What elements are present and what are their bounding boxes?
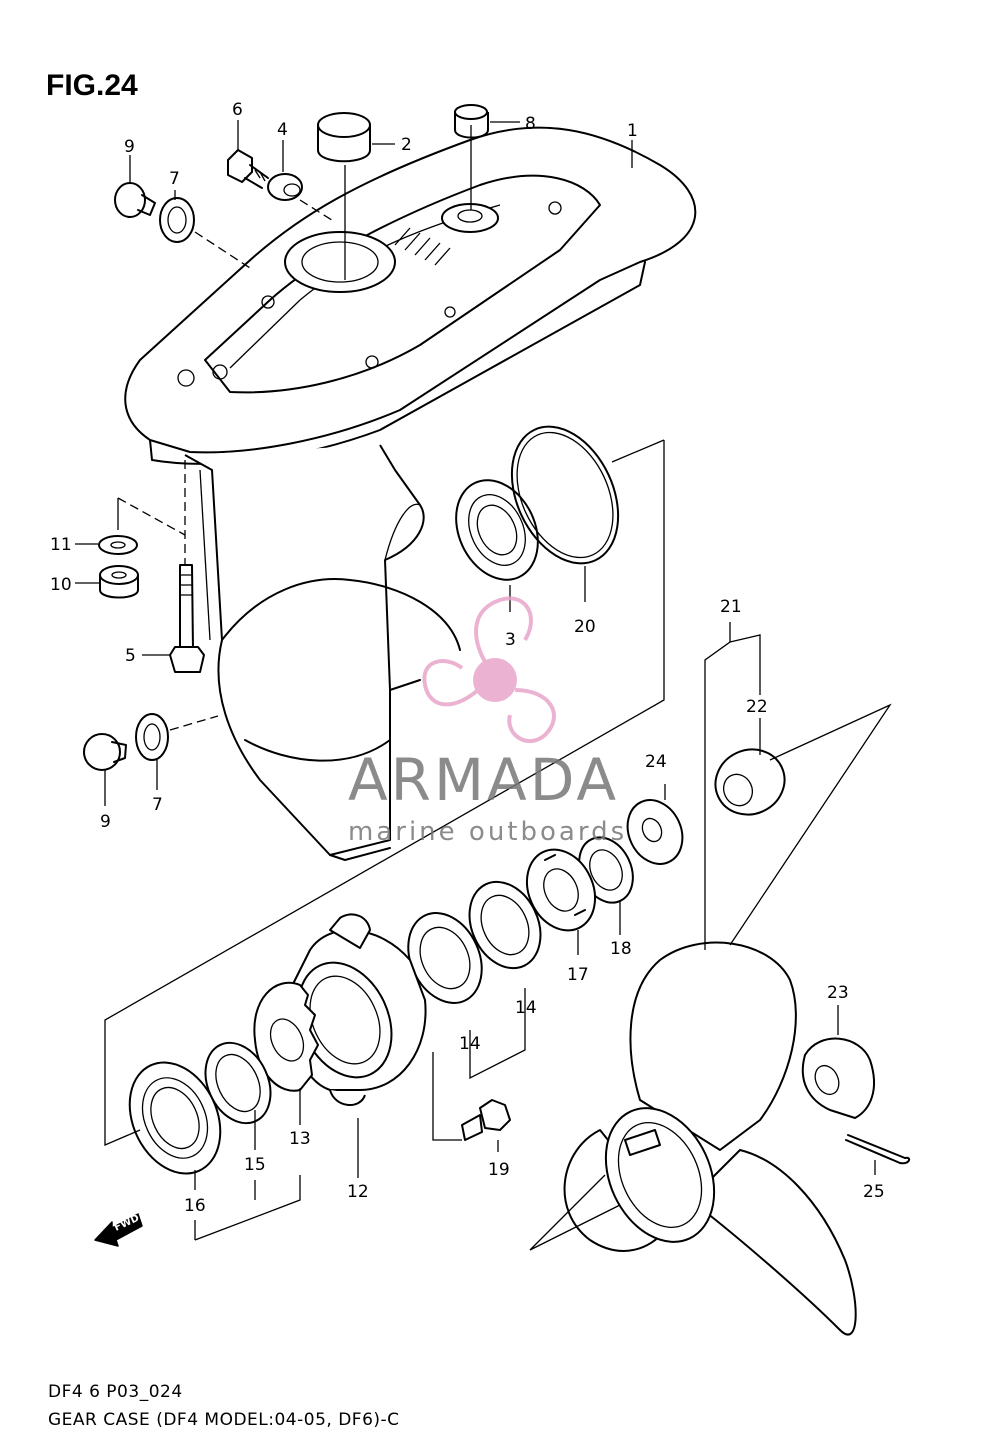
- callout-23: 23: [827, 983, 849, 1003]
- part-7-gasket-lower: [135, 713, 169, 761]
- part-20-o-ring: [510, 425, 620, 565]
- callout-16: 16: [184, 1196, 206, 1216]
- callout-13: 13: [289, 1129, 311, 1149]
- watermark-brand: ARMADA: [348, 746, 619, 814]
- part-6-bolt: [227, 149, 269, 189]
- callout-7-lower: 7: [152, 795, 163, 815]
- diagram-code: DF4 6 P03_024: [48, 1382, 183, 1402]
- callout-11: 11: [50, 535, 72, 555]
- part-19-bolt: [461, 1099, 511, 1141]
- callout-7-upper: 7: [169, 169, 180, 189]
- callout-9-lower: 9: [100, 812, 111, 832]
- propeller-logo-icon: [422, 596, 556, 743]
- part-7-gasket-upper: [159, 197, 195, 243]
- callout-9-upper: 9: [124, 137, 135, 157]
- part-17-shear-clutch: [525, 848, 597, 932]
- callout-1: 1: [627, 121, 638, 141]
- callout-21: 21: [720, 597, 742, 617]
- figure-title: FIG.24: [46, 69, 138, 102]
- callout-17: 17: [567, 965, 589, 985]
- watermark-tagline: marine outboards: [348, 817, 627, 847]
- callout-19: 19: [488, 1160, 510, 1180]
- gear-case-housing: [124, 126, 697, 861]
- part-11-washer: [98, 535, 138, 555]
- callout-labels: 1 2 3 4 5 6 7 7 8 9 9 10 11 12 13 14 14 …: [50, 100, 885, 1216]
- callout-6: 6: [232, 100, 243, 120]
- part-23-propeller-nut: [801, 1037, 875, 1119]
- part-9-oil-plug-lower: [83, 733, 127, 771]
- forward-direction-arrow: FWD: [94, 1213, 143, 1247]
- callout-14-a: 14: [459, 1034, 481, 1054]
- part-2-rubber-sleeve: [317, 112, 371, 163]
- callout-10: 10: [50, 575, 72, 595]
- part-9-oil-plug-upper: [114, 182, 156, 218]
- callout-15: 15: [244, 1155, 266, 1175]
- callout-14-b: 14: [515, 998, 537, 1018]
- part-4-bushing: [267, 173, 303, 201]
- callout-2: 2: [401, 135, 412, 155]
- part-16-ball-bearing: [128, 1061, 222, 1175]
- callout-12: 12: [347, 1182, 369, 1202]
- part-21-propeller: [563, 941, 857, 1336]
- part-14-oil-seal-a: [468, 880, 542, 970]
- part-5-stud-bolt: [169, 564, 205, 673]
- callout-18: 18: [610, 939, 632, 959]
- callout-24: 24: [645, 752, 667, 772]
- armada-watermark: ARMADA marine outboards: [348, 596, 627, 847]
- part-22-spacer: [714, 748, 786, 816]
- part-13-lock-washer: [253, 981, 319, 1092]
- part-10-nut: [99, 565, 139, 599]
- callout-5: 5: [125, 646, 136, 666]
- callout-25: 25: [863, 1182, 885, 1202]
- callout-4: 4: [277, 120, 288, 140]
- callout-8: 8: [525, 114, 536, 134]
- callout-22: 22: [746, 697, 768, 717]
- part-8-grommet: [454, 104, 489, 139]
- leader-lines: [75, 120, 892, 1251]
- part-25-cotter-pin: [845, 1134, 911, 1165]
- diagram-caption: GEAR CASE (DF4 MODEL:04-05, DF6)-C: [48, 1410, 400, 1430]
- callout-3: 3: [505, 630, 516, 650]
- part-24-thrust-washer: [626, 799, 684, 865]
- callout-20: 20: [574, 617, 596, 637]
